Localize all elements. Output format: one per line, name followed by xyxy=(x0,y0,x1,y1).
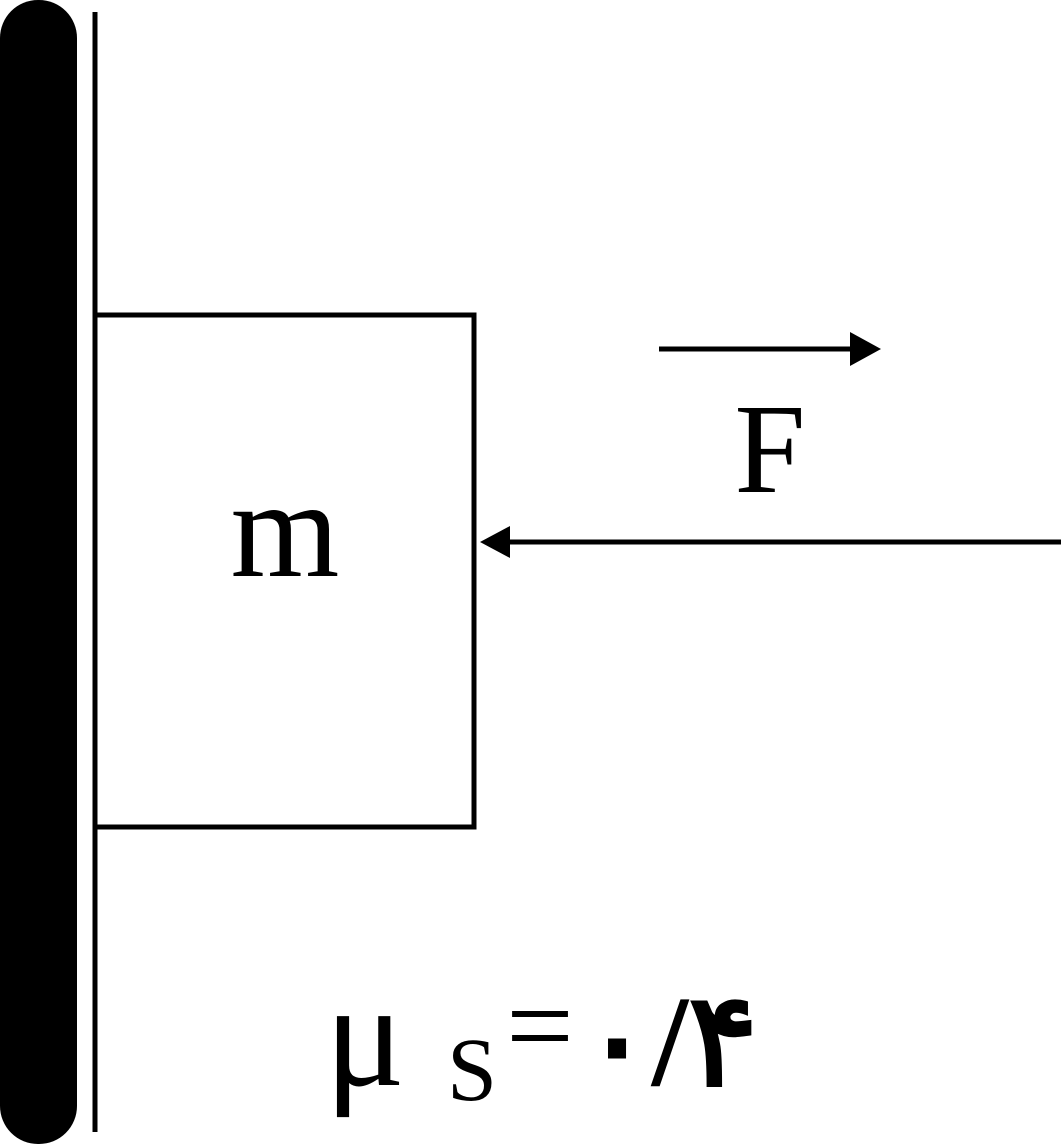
force-label: F xyxy=(734,378,805,520)
wall xyxy=(0,0,77,1144)
mass-label: m xyxy=(231,452,340,607)
friction-coefficient: μ S = ۰/۴ xyxy=(325,952,758,1120)
equals-sign: = xyxy=(506,959,574,1092)
mass-block xyxy=(92,312,477,830)
mu-symbol: μ xyxy=(325,952,405,1118)
applied-force-arrow xyxy=(480,526,1061,558)
force-direction-arrow xyxy=(659,332,881,366)
friction-value: ۰/۴ xyxy=(582,970,758,1114)
mu-subscript: S xyxy=(447,1021,497,1120)
